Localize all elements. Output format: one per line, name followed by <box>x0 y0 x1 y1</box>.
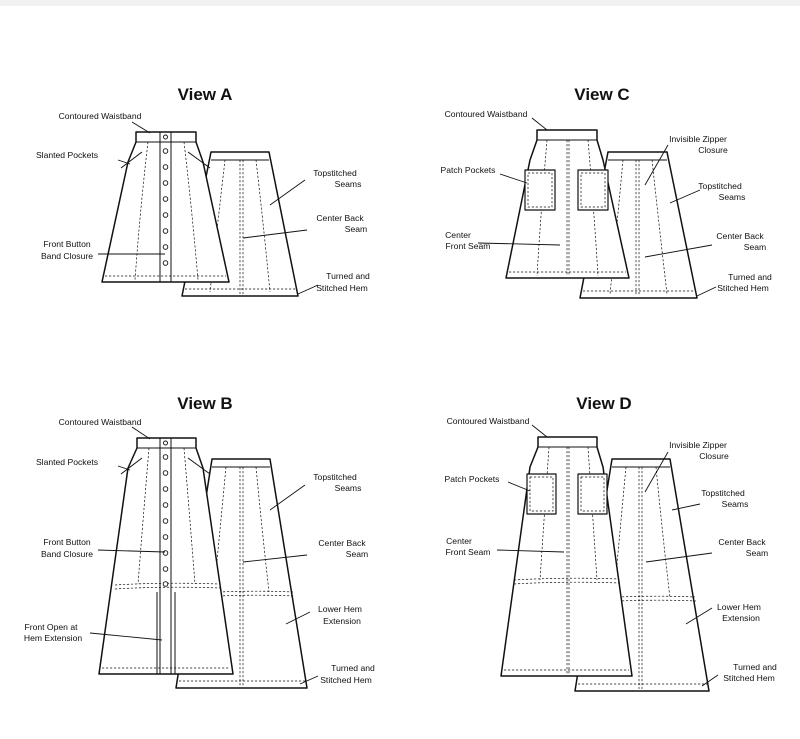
view-b-open-label-2: Hem Extension <box>24 633 82 643</box>
view-b-closure-label-1: Front Button <box>43 537 91 547</box>
view-c-zipper-label-1: Invisible Zipper <box>669 134 727 144</box>
view-b-closure-label-2: Band Closure <box>41 549 93 559</box>
view-d-backseam-label-2: Seam <box>746 548 768 558</box>
view-b-open-label-1: Front Open at <box>24 622 78 632</box>
view-b-lowerhem-label-1: Lower Hem <box>318 604 362 614</box>
view-a-topstitch-label-2: Seams <box>335 179 362 189</box>
view-d-frontseam-label-1: Center <box>446 536 472 546</box>
view-d-topstitch-label-1: Topstitched <box>701 488 745 498</box>
view-b-pockets-label: Slanted Pockets <box>36 457 98 467</box>
view-c-front-skirt <box>505 129 630 279</box>
view-a-hem-label-2: Stitched Hem <box>316 283 368 293</box>
view-a-topstitch-label-1: Topstitched <box>313 168 357 178</box>
view-c-hem-label-1: Turned and <box>728 272 772 282</box>
view-d-zipper-label-1: Invisible Zipper <box>669 440 727 450</box>
view-a-closure-label-2: Band Closure <box>41 251 93 261</box>
view-d-hem-label-2: Stitched Hem <box>723 673 775 683</box>
view-c-backseam-label-1: Center Back <box>716 231 764 241</box>
view-d-topstitch-label-2: Seams <box>722 499 749 509</box>
view-d-pockets-label: Patch Pockets <box>445 474 500 484</box>
view-c: View C Conto <box>441 85 772 299</box>
view-c-waistband-label: Contoured Waistband <box>445 109 528 119</box>
view-a-front-skirt <box>101 131 230 283</box>
view-d-zipper-label-2: Closure <box>699 451 729 461</box>
view-c-pockets-label: Patch Pockets <box>441 165 496 175</box>
view-c-backseam-label-2: Seam <box>744 242 766 252</box>
view-b-lowerhem-label-2: Extension <box>323 616 361 626</box>
view-c-frontseam-label-2: Front Seam <box>446 241 491 251</box>
view-d-title: View D <box>576 394 631 413</box>
view-a-backseam-label-1: Center Back <box>316 213 364 223</box>
top-strip <box>0 0 800 6</box>
view-d: View D <box>445 394 777 692</box>
view-b-hem-label-2: Stitched Hem <box>320 675 372 685</box>
view-c-title: View C <box>574 85 629 104</box>
view-c-zipper-label-2: Closure <box>698 145 728 155</box>
view-a-hem-label-1: Turned and <box>326 271 370 281</box>
view-a-waistband-label: Contoured Waistband <box>59 111 142 121</box>
view-b-backseam-label-2: Seam <box>346 549 368 559</box>
view-b: View B <box>24 394 375 689</box>
view-d-waistband-label: Contoured Waistband <box>447 416 530 426</box>
view-c-hem-label-2: Stitched Hem <box>717 283 769 293</box>
view-a-closure-label-1: Front Button <box>43 239 91 249</box>
view-b-waistband-label: Contoured Waistband <box>59 417 142 427</box>
view-b-backseam-label-1: Center Back <box>318 538 366 548</box>
view-b-title: View B <box>177 394 232 413</box>
view-d-lowerhem-label-1: Lower Hem <box>717 602 761 612</box>
view-b-topstitch-label-1: Topstitched <box>313 472 357 482</box>
view-a-pockets-label: Slanted Pockets <box>36 150 98 160</box>
view-a-title: View A <box>178 85 233 104</box>
view-b-hem-label-1: Turned and <box>331 663 375 673</box>
view-a-backseam-label-2: Seam <box>345 224 367 234</box>
view-c-topstitch-label-2: Seams <box>719 192 746 202</box>
view-d-backseam-label-1: Center Back <box>718 537 766 547</box>
view-c-topstitch-label-1: Topstitched <box>698 181 742 191</box>
view-d-hem-label-1: Turned and <box>733 662 777 672</box>
view-b-front-skirt <box>98 437 234 675</box>
view-d-frontseam-label-2: Front Seam <box>446 547 491 557</box>
view-a: View A <box>36 85 370 297</box>
view-c-frontseam-label-1: Center <box>445 230 471 240</box>
view-d-lowerhem-label-2: Extension <box>722 613 760 623</box>
view-b-topstitch-label-2: Seams <box>335 483 362 493</box>
view-d-front-skirt <box>500 436 633 677</box>
